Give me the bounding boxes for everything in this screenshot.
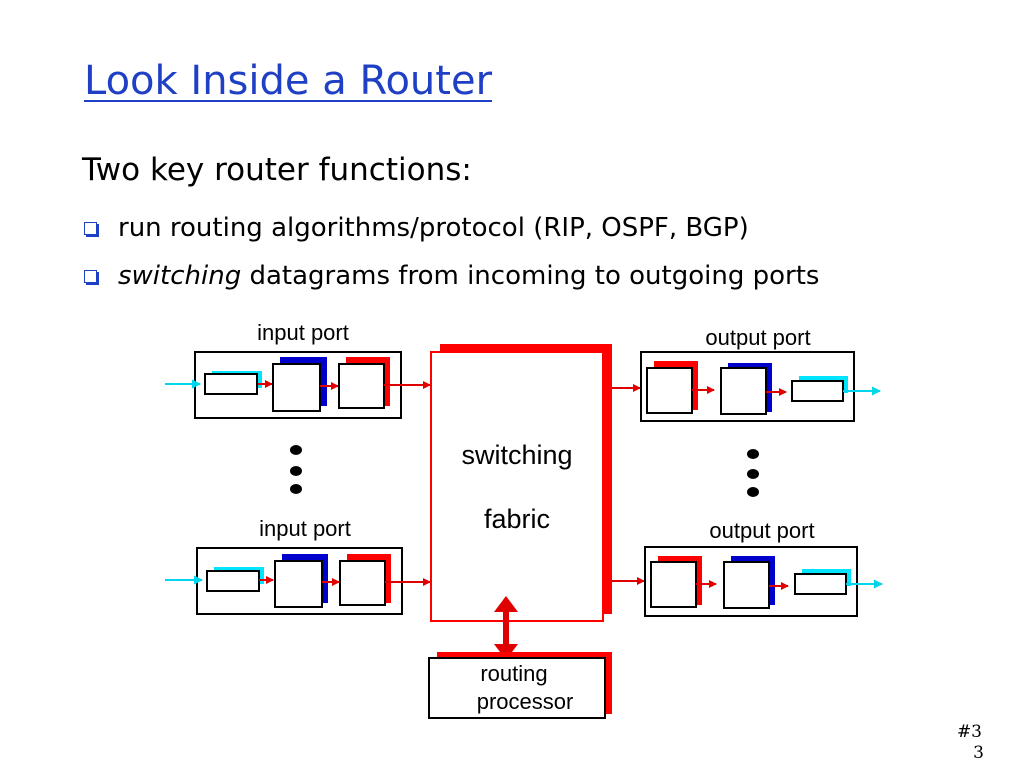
processor-label-line1: routing xyxy=(480,661,547,686)
buffer-box xyxy=(794,573,847,595)
fabric-label-line2: fabric xyxy=(484,504,550,534)
buffer-box xyxy=(791,380,844,402)
routing-processor: routing processor xyxy=(428,652,612,719)
bullet-list: run routing algorithms/protocol (RIP, OS… xyxy=(82,208,819,304)
bullet-item-switching: switching datagrams from incoming to out… xyxy=(82,256,819,304)
queue-box xyxy=(646,367,693,414)
output-port-top: output port xyxy=(612,325,881,422)
page-number: 3 xyxy=(973,743,984,763)
output-port-label: output port xyxy=(709,518,814,543)
queue-box xyxy=(338,363,385,409)
output-port-label: output port xyxy=(705,325,810,350)
intro-text: Two key router functions: xyxy=(82,152,472,188)
queue-box xyxy=(339,560,386,606)
bullet-text: datagrams from incoming to outgoing port… xyxy=(241,261,820,291)
buffer-box xyxy=(204,373,258,395)
queue-box xyxy=(650,561,697,608)
fabric-label-line1: switching xyxy=(461,440,572,470)
bullet-emphasis: switching xyxy=(118,261,242,291)
input-port-label: input port xyxy=(257,320,349,345)
slide-title: Look Inside a Router xyxy=(84,58,493,104)
input-port-top: input port xyxy=(165,320,431,419)
page-label: #3 xyxy=(956,722,982,742)
square-bullet-icon xyxy=(84,270,97,283)
lookup-box xyxy=(274,560,323,608)
square-bullet-icon xyxy=(84,222,97,235)
input-port-label: input port xyxy=(259,516,351,541)
bullet-item-routing: run routing algorithms/protocol (RIP, OS… xyxy=(82,208,819,256)
vertical-ellipsis-icon xyxy=(747,449,759,497)
fabric-box xyxy=(430,351,604,622)
processor-label-line2: processor xyxy=(477,689,574,714)
lookup-box xyxy=(720,367,767,415)
switching-fabric: switching fabric xyxy=(430,344,612,622)
output-port-bottom: output port xyxy=(612,518,883,617)
bullet-text: run routing algorithms/protocol (RIP, OS… xyxy=(118,213,749,243)
processor-box xyxy=(428,657,606,719)
buffer-box xyxy=(206,570,260,592)
lookup-box xyxy=(723,561,770,609)
vertical-ellipsis-icon xyxy=(290,445,302,494)
lookup-box xyxy=(272,363,321,412)
input-port-bottom: input port xyxy=(165,516,431,615)
